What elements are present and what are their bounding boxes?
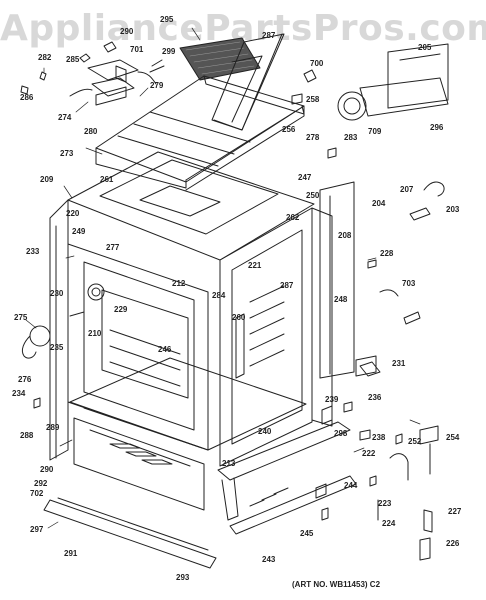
oven-cabinet xyxy=(43,199,333,569)
part-number-240: 240 xyxy=(258,427,272,436)
part-number-258: 258 xyxy=(306,95,320,104)
part-number-205: 205 xyxy=(418,43,432,52)
part-number-204: 204 xyxy=(372,199,386,208)
part-number-224: 224 xyxy=(382,519,396,528)
part-number-229: 229 xyxy=(114,305,128,314)
part-number-289: 289 xyxy=(46,423,60,432)
part-number-208: 208 xyxy=(338,231,352,240)
art-number: (ART NO. WB11453) C2 xyxy=(292,580,381,589)
part-number-246: 246 xyxy=(158,345,172,354)
part-number-247: 247 xyxy=(298,173,312,182)
part-number-290: 290 xyxy=(40,465,54,474)
part-number-276: 276 xyxy=(18,375,32,384)
part-number-213: 213 xyxy=(222,459,236,468)
control-manifold xyxy=(217,421,357,535)
part-number-285: 285 xyxy=(66,55,80,64)
part-number-283: 283 xyxy=(344,133,358,142)
oven-top-shell xyxy=(67,151,315,261)
part-number-293: 293 xyxy=(176,573,190,582)
part-number-234: 234 xyxy=(12,389,26,398)
part-number-298: 298 xyxy=(334,429,348,438)
part-number-278: 278 xyxy=(306,133,320,142)
part-number-275: 275 xyxy=(14,313,28,322)
hardware-right xyxy=(291,69,445,377)
part-number-291: 291 xyxy=(64,549,78,558)
part-number-228: 228 xyxy=(380,249,394,258)
part-number-203: 203 xyxy=(446,205,460,214)
vent-duct xyxy=(211,33,285,131)
lower-right-components xyxy=(321,401,439,561)
part-number-223: 223 xyxy=(378,499,392,508)
right-side-panel xyxy=(319,181,377,379)
part-number-244: 244 xyxy=(344,481,358,490)
part-number-703: 703 xyxy=(402,279,416,288)
part-number-254: 254 xyxy=(446,433,460,442)
part-number-250: 250 xyxy=(306,191,320,200)
part-number-221: 221 xyxy=(248,261,262,270)
part-number-287: 287 xyxy=(262,31,276,40)
back-vent-cover xyxy=(337,43,449,121)
part-number-260: 260 xyxy=(232,313,246,322)
part-number-292: 292 xyxy=(34,479,48,488)
part-number-280: 280 xyxy=(84,127,98,136)
part-number-220: 220 xyxy=(66,209,80,218)
part-number-210: 210 xyxy=(88,329,102,338)
part-number-227: 227 xyxy=(448,507,462,516)
part-number-235: 235 xyxy=(50,343,64,352)
part-number-212: 212 xyxy=(172,279,186,288)
part-number-239: 239 xyxy=(325,395,339,404)
part-number-709: 709 xyxy=(368,127,382,136)
part-number-248: 248 xyxy=(334,295,348,304)
part-number-279: 279 xyxy=(150,81,164,90)
part-number-222: 222 xyxy=(362,449,376,458)
part-number-299: 299 xyxy=(162,47,176,56)
part-number-290: 290 xyxy=(120,27,134,36)
part-number-288: 288 xyxy=(20,431,34,440)
part-number-702: 702 xyxy=(30,489,44,498)
leader-lines xyxy=(25,27,421,529)
burner-components-left xyxy=(21,283,105,409)
part-number-700: 700 xyxy=(310,59,324,68)
part-number-274: 274 xyxy=(58,113,72,122)
part-number-231: 231 xyxy=(392,359,406,368)
part-number-245: 245 xyxy=(300,529,314,538)
part-number-207: 207 xyxy=(400,185,414,194)
part-number-233: 233 xyxy=(26,247,40,256)
vent-filter-mat xyxy=(179,37,261,81)
part-number-230: 230 xyxy=(50,289,64,298)
part-number-284: 284 xyxy=(212,291,226,300)
screws-top-left xyxy=(20,59,165,95)
part-number-238: 238 xyxy=(372,433,386,442)
part-number-273: 273 xyxy=(60,149,74,158)
part-number-295: 295 xyxy=(160,15,174,24)
part-number-261: 261 xyxy=(100,175,114,184)
part-number-252: 252 xyxy=(408,437,422,446)
part-number-282: 282 xyxy=(38,53,52,62)
part-number-287: 287 xyxy=(280,281,294,290)
part-number-209: 209 xyxy=(40,175,54,184)
part-number-297: 297 xyxy=(30,525,44,534)
part-number-262: 262 xyxy=(286,213,300,222)
part-number-286: 286 xyxy=(20,93,34,102)
part-number-296: 296 xyxy=(430,123,444,132)
part-number-243: 243 xyxy=(262,555,276,564)
part-number-236: 236 xyxy=(368,393,382,402)
part-number-226: 226 xyxy=(446,539,460,548)
part-number-256: 256 xyxy=(282,125,296,134)
part-number-701: 701 xyxy=(130,45,144,54)
burner-valve-assembly xyxy=(69,41,157,106)
part-number-277: 277 xyxy=(106,243,120,252)
part-number-249: 249 xyxy=(72,227,86,236)
top-panel xyxy=(95,75,305,191)
